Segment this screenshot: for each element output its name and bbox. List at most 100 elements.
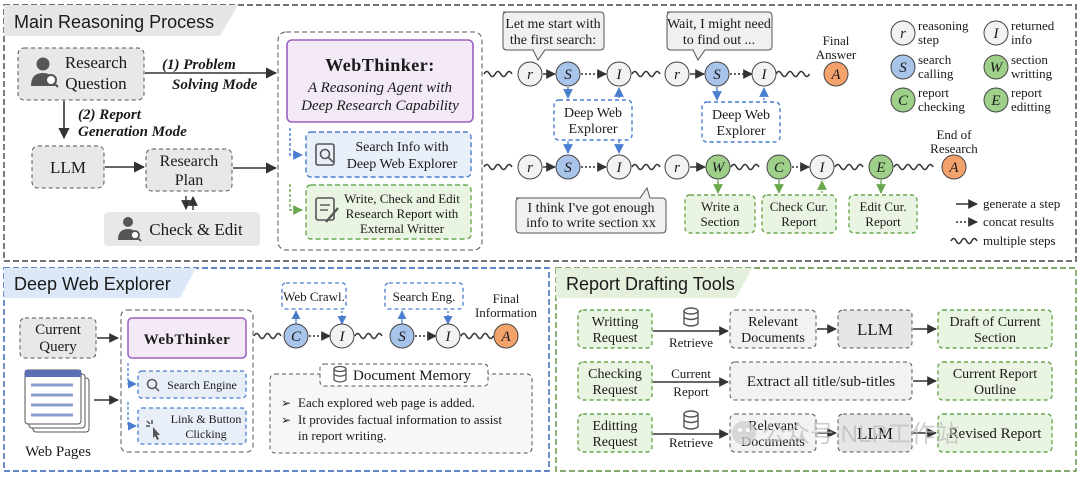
svg-text:W: W bbox=[712, 160, 726, 176]
research-question-box bbox=[17, 47, 145, 101]
check-edit-label: Check & Edit bbox=[149, 220, 243, 239]
webthinker-title-box bbox=[286, 39, 474, 123]
mode2-line2: Generation Mode bbox=[78, 124, 187, 140]
check-edit-box bbox=[104, 212, 260, 246]
node-r-top-1: r bbox=[517, 61, 543, 87]
link-click-line2: Clicking bbox=[185, 427, 226, 441]
draft-line1: Draft of Current bbox=[950, 315, 1041, 330]
current-query-box bbox=[19, 317, 97, 359]
node-w-bot: W bbox=[705, 154, 731, 180]
search-eng-box bbox=[384, 282, 464, 310]
bubble1-line2: the first search: bbox=[510, 33, 596, 48]
bubble3-line2: info to write section xx bbox=[526, 216, 656, 231]
research-plan-line2: Plan bbox=[175, 172, 203, 189]
checking-request-box bbox=[577, 361, 653, 401]
write-section-box bbox=[684, 194, 756, 234]
svg-text:E: E bbox=[990, 93, 1000, 109]
outline-line1: Current Report bbox=[953, 367, 1037, 382]
editing-request-line2: Request bbox=[592, 435, 637, 450]
node-i-bot-1: I bbox=[606, 154, 632, 180]
node-s-top-2: S bbox=[704, 61, 730, 87]
mode1-line1: (1) Problem bbox=[162, 57, 236, 73]
explorer-webthinker-frame bbox=[120, 309, 254, 453]
writing-request-line1: Writting bbox=[592, 315, 639, 330]
database-icon bbox=[333, 365, 347, 383]
legend-label-search-2: calling bbox=[918, 66, 954, 81]
current-query-line1: Current bbox=[35, 322, 82, 338]
wave-bot-3 bbox=[730, 163, 760, 171]
revised-report-label: Revised Report bbox=[949, 426, 1043, 442]
svg-text:r: r bbox=[674, 160, 680, 176]
relevant-docs-box-1 bbox=[729, 309, 817, 349]
svg-text:I: I bbox=[616, 160, 623, 176]
svg-text:r: r bbox=[527, 160, 533, 176]
legend-multiple: multiple steps bbox=[983, 233, 1056, 248]
svg-text:S: S bbox=[899, 60, 907, 76]
bubble2-line1: Wait, I might need bbox=[667, 17, 771, 32]
search-engine-box bbox=[137, 370, 247, 399]
legend-returned-info: I bbox=[983, 20, 1009, 46]
node-s-exp: S bbox=[389, 323, 415, 349]
legend-label-editing-2: editting bbox=[1011, 99, 1051, 114]
legend-section-writing: W bbox=[983, 54, 1009, 80]
extract-box bbox=[729, 361, 913, 401]
web-crawl-box bbox=[281, 282, 347, 310]
tool-search-line2: Deep Web Explorer bbox=[347, 157, 458, 172]
end-research-line1: End of bbox=[936, 127, 972, 142]
search-doc-icon bbox=[315, 143, 335, 166]
tool-search-box bbox=[305, 131, 472, 178]
legend-label-checking-1: report bbox=[918, 85, 949, 100]
retrieve-label-1: Retrieve bbox=[669, 335, 713, 350]
legend-label-returned-1: returned bbox=[1011, 18, 1055, 33]
mode1-line2: Solving Mode bbox=[172, 77, 258, 93]
explorer-panel-tab bbox=[4, 268, 196, 298]
tools-panel-frame bbox=[555, 267, 1077, 472]
llm-box-main bbox=[31, 145, 105, 189]
current-report-line2: Report bbox=[673, 384, 709, 399]
current-query-line2: Query bbox=[39, 339, 77, 355]
final-answer-line1: Final bbox=[823, 33, 850, 48]
legend-label-returned-2: info bbox=[1011, 32, 1032, 47]
legend-report-checking: C bbox=[890, 87, 916, 113]
final-info-line1: Final bbox=[493, 291, 520, 306]
research-question-line2: Question bbox=[65, 74, 127, 93]
tools-panel-title: Report Drafting Tools bbox=[566, 274, 735, 294]
llm-label-main: LLM bbox=[50, 158, 86, 177]
writing-request-box bbox=[577, 309, 653, 349]
node-r-bot-1: r bbox=[517, 154, 543, 180]
final-info-line2: Information bbox=[475, 305, 538, 320]
retrieve-label-2: Retrieve bbox=[669, 435, 713, 450]
research-plan-box bbox=[145, 148, 233, 192]
wave-bot-2 bbox=[631, 163, 661, 171]
svg-text:S: S bbox=[713, 67, 721, 83]
draft-line2: Section bbox=[974, 331, 1016, 346]
relevant-docs-2-line1: Relevant bbox=[748, 419, 798, 434]
wave-bot-1 bbox=[483, 163, 513, 171]
legend-label-reasoning-2: step bbox=[918, 32, 939, 47]
draft-box bbox=[937, 309, 1053, 349]
speech-bubble-3 bbox=[515, 186, 667, 234]
svg-text:I: I bbox=[819, 160, 826, 176]
current-report-line1: Current bbox=[671, 366, 711, 381]
web-pages-icon bbox=[24, 369, 90, 433]
tool-write-line1: Write, Check and Edit bbox=[344, 191, 460, 206]
dwe1-line2: Explorer bbox=[569, 122, 618, 137]
explorer-webthinker-title-box bbox=[127, 317, 247, 359]
wave-top-3 bbox=[775, 70, 811, 78]
click-icon bbox=[146, 420, 160, 440]
check-report-box bbox=[761, 194, 837, 234]
memory-point-2: It provides factual information to assis… bbox=[298, 412, 502, 427]
mode2-line1: (2) Report bbox=[78, 107, 142, 123]
extract-label: Extract all title/sub-titles bbox=[747, 374, 895, 390]
edit-document-icon bbox=[315, 197, 339, 223]
relevant-docs-box-2 bbox=[729, 413, 817, 453]
node-i-exp-2: I bbox=[435, 323, 461, 349]
check-report-line1: Check Cur. bbox=[770, 199, 829, 214]
dwe2-line1: Deep Web bbox=[712, 108, 770, 123]
checking-request-line2: Request bbox=[592, 383, 637, 398]
svg-text:S: S bbox=[564, 67, 572, 83]
legend-wave bbox=[950, 237, 978, 245]
wave-bot-5 bbox=[893, 163, 934, 171]
node-r-bot-2: r bbox=[664, 154, 690, 180]
